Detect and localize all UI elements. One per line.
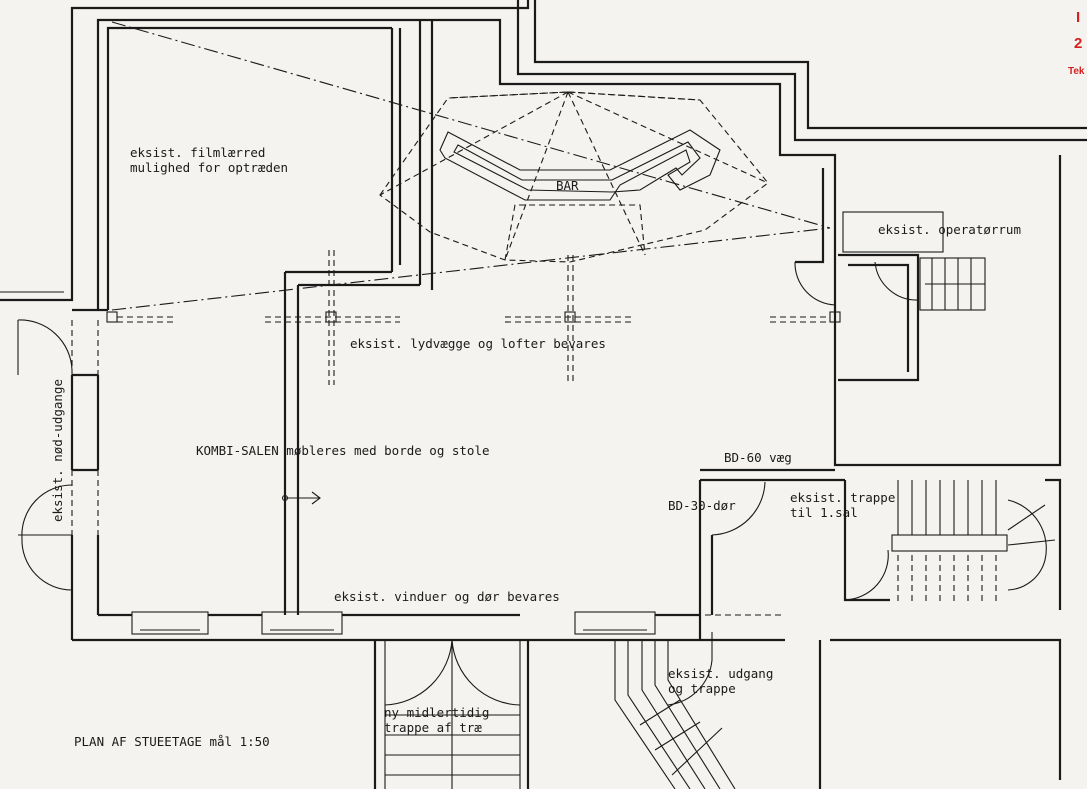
plan-title: PLAN AF STUEETAGE mål 1:50 (74, 734, 270, 749)
doors (17, 261, 919, 789)
stair-label-line1: eksist. trappe (790, 490, 895, 505)
stair-label-line2: til 1.sal (790, 505, 858, 520)
new-stair-label-line2: trappe af træ (384, 720, 482, 735)
stamp-line1: I (1076, 9, 1080, 26)
red-stamp: I 2 Tek (1068, 9, 1085, 77)
stairs (373, 257, 1056, 789)
exit-label-line1: eksist. udgang (668, 666, 773, 681)
operator-room-label: eksist. operatørrum (878, 222, 1021, 237)
columns (106, 250, 841, 385)
bar-counter (379, 91, 769, 263)
stamp-line3: Tek (1068, 66, 1085, 77)
labels: eksist. filmlærred mulighed for optræden… (50, 145, 1021, 749)
arrow-marker (281, 491, 321, 505)
bar-label: BAR (556, 178, 579, 193)
screen-label-line1: eksist. filmlærred (130, 145, 265, 160)
outer-walls (0, 0, 1087, 642)
sound-walls-label: eksist. lydvægge og lofter bevares (350, 336, 606, 351)
projection-lines (111, 21, 831, 311)
new-stair-label-line1: ny midlertidig (384, 705, 489, 720)
screen-label-line2: mulighed for optræden (130, 160, 288, 175)
emergency-exit-label: eksist. nød-udgange (50, 379, 65, 522)
kombi-hall-label: KOMBI-SALEN møbleres med borde og stole (196, 443, 490, 458)
dashed-outlines (71, 320, 785, 616)
stamp-line2: 2 (1074, 35, 1082, 52)
bd60-label: BD-60 væg (724, 450, 792, 465)
bd30-label: BD-30-dør (668, 498, 736, 513)
interior-walls (283, 20, 1062, 789)
windows-label: eksist. vinduer og dør bevares (334, 589, 560, 604)
exit-label-line2: og trappe (668, 681, 736, 696)
